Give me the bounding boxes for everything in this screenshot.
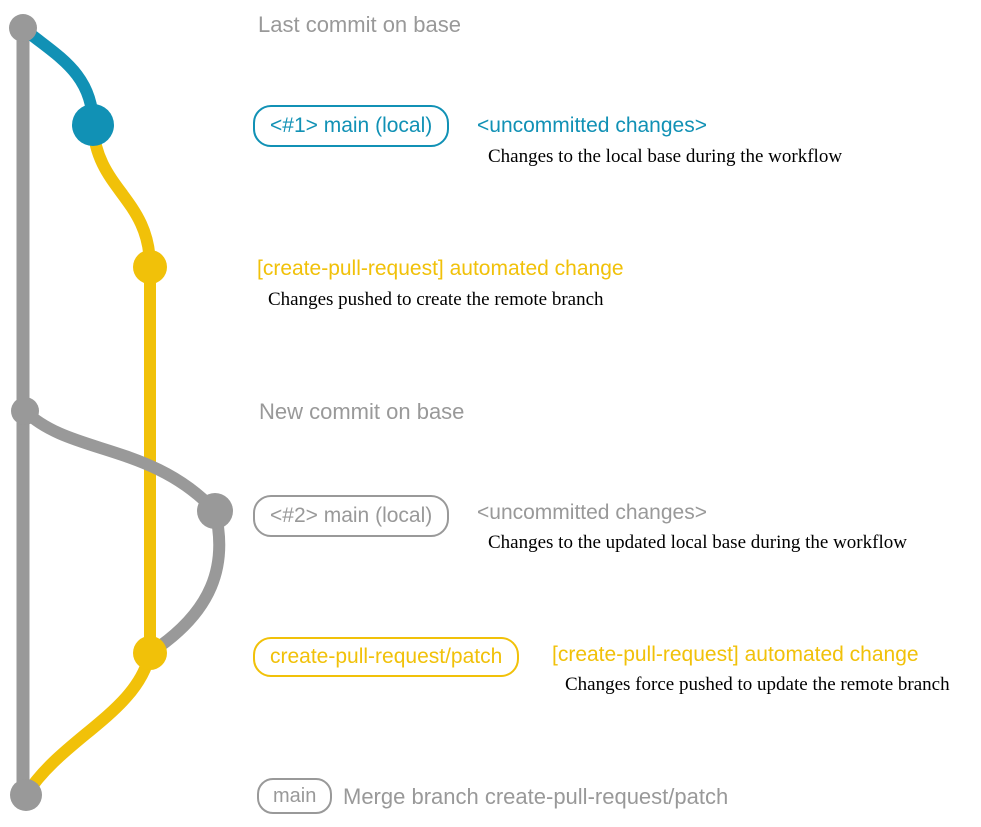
uncommitted-changes-2-desc: Changes to the updated local base during… <box>488 532 907 553</box>
commit-dot-new-base <box>11 397 39 425</box>
uncommitted-changes-1-title: <uncommitted changes> <box>477 114 707 137</box>
automated-change-1-desc: Changes pushed to create the remote bran… <box>268 289 604 310</box>
last-commit-label: Last commit on base <box>258 12 461 37</box>
automated-change-1-title: [create-pull-request] automated change <box>257 257 624 280</box>
commit-dot-local-2 <box>197 493 233 529</box>
commit-dot-last-base <box>9 14 37 42</box>
commit-dot-patch-2 <box>133 636 167 670</box>
merge-commit-label: Merge branch create-pull-request/patch <box>343 784 729 809</box>
branch-badge-main-local-1: <#1> main (local) <box>253 105 450 147</box>
branch-badge-main-local-2: <#2> main (local) <box>253 495 450 537</box>
commit-dot-local-1 <box>72 104 114 146</box>
commit-dot-patch-1 <box>133 250 167 284</box>
rebase-line <box>144 505 226 659</box>
automated-change-2-title: [create-pull-request] automated change <box>552 643 919 666</box>
uncommitted-changes-1-desc: Changes to the local base during the wor… <box>488 146 843 167</box>
uncommitted-changes-2-title: <uncommitted changes> <box>477 501 707 524</box>
branch-badge-main: main <box>257 778 333 814</box>
new-commit-label: New commit on base <box>259 399 465 424</box>
commit-dot-merge <box>10 779 42 811</box>
automated-change-2-desc: Changes force pushed to update the remot… <box>565 674 950 695</box>
updated-local-branch-line <box>19 405 221 517</box>
branch-badge-patch: create-pull-request/patch <box>253 637 520 677</box>
